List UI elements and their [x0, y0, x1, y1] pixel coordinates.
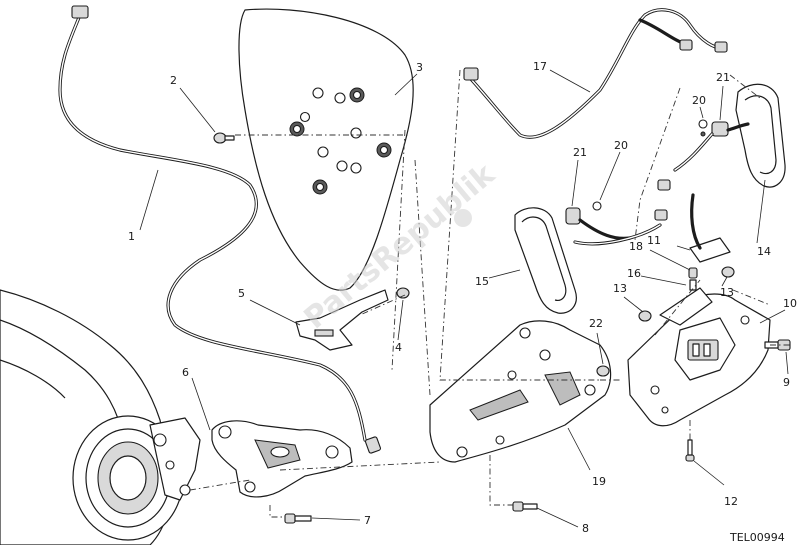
- callout-5: 5: [238, 287, 245, 300]
- callout-20a: 20: [614, 139, 628, 152]
- drawing-code: TEL00994: [729, 531, 785, 544]
- callout-14: 14: [757, 245, 771, 258]
- part-2-nut: [213, 132, 235, 144]
- callout-2: 2: [170, 74, 177, 87]
- assembly-lines: [189, 69, 790, 518]
- part-10-bracket: [627, 287, 771, 427]
- part-5-clip: [295, 289, 389, 351]
- part-17-cable: [463, 8, 728, 139]
- leader-lines: [139, 69, 789, 528]
- callout-1: 1: [128, 230, 135, 243]
- callout-21a: 21: [573, 146, 587, 159]
- part-7-screw: [284, 513, 312, 524]
- part-3-plate: [238, 8, 414, 291]
- callout-20b: 20: [692, 94, 706, 107]
- callout-22: 22: [589, 317, 603, 330]
- callout-16: 16: [627, 267, 641, 280]
- callout-11: 11: [647, 234, 661, 247]
- callout-labels: 1 2 3 4 5 6 7 8 9 10 11 12 13 13 14 15 1…: [128, 60, 797, 535]
- callout-13a: 13: [613, 282, 627, 295]
- callout-17: 17: [533, 60, 547, 73]
- callout-18: 18: [629, 240, 643, 253]
- callout-21b: 21: [716, 71, 730, 84]
- callout-9: 9: [783, 376, 790, 389]
- callout-3: 3: [416, 61, 423, 74]
- part-4-screw: [396, 287, 410, 299]
- part-22-spacer: [596, 365, 610, 377]
- part-11-connector: [689, 193, 731, 263]
- part-15-left-indicator: [514, 179, 671, 314]
- swingarm-frame: [0, 289, 201, 545]
- callout-15: 15: [475, 275, 489, 288]
- callout-12: 12: [724, 495, 738, 508]
- part-6-mount-bracket: [211, 420, 353, 498]
- callout-19: 19: [592, 475, 606, 488]
- part-19-mount-plate: [429, 320, 612, 463]
- callout-6: 6: [182, 366, 189, 379]
- callout-4: 4: [395, 341, 402, 354]
- callout-8: 8: [582, 522, 589, 535]
- part-1-cable: [58, 5, 382, 454]
- callout-13b: 13: [720, 286, 734, 299]
- part-8-screw: [512, 501, 538, 512]
- callout-7: 7: [364, 514, 371, 527]
- callout-10: 10: [783, 297, 797, 310]
- part-14-right-indicator: [673, 83, 786, 188]
